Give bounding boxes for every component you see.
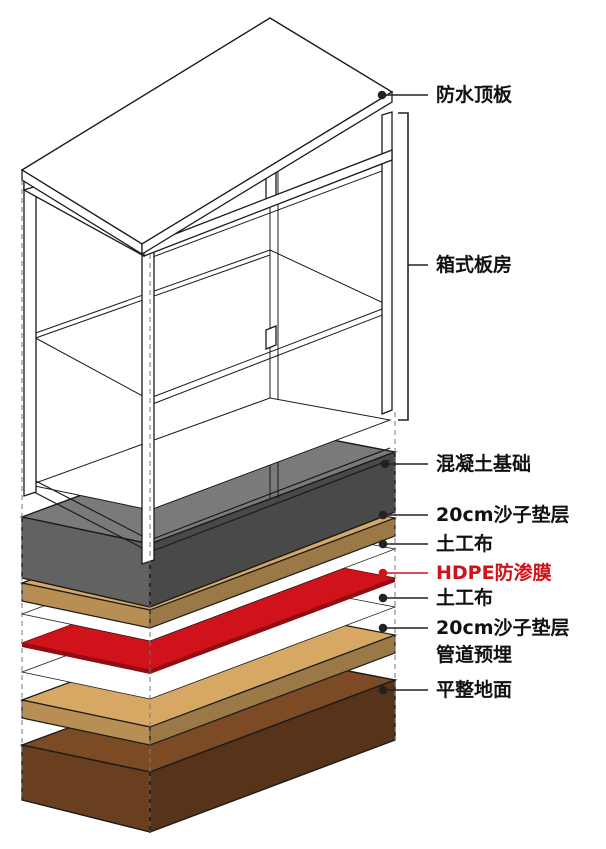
label-ground: 平整地面 [436,679,513,701]
label-geotextile-bottom: 土工布 [436,587,494,609]
label-pipe: 管道预埋 [436,644,513,666]
label-concrete: 混凝土基础 [436,453,532,475]
label-sand-top: 20cm沙子垫层 [436,504,570,526]
layer-stack [19,426,398,834]
leaders [377,90,428,695]
container-house [20,17,394,565]
guide-lines [21,180,396,832]
label-roof: 防水顶板 [436,84,513,106]
label-sand-bottom: 20cm沙子垫层 [436,617,570,639]
label-geotextile-top: 土工布 [436,533,494,555]
label-house: 箱式板房 [436,254,513,276]
label-hdpe: HDPE防渗膜 [436,562,552,584]
